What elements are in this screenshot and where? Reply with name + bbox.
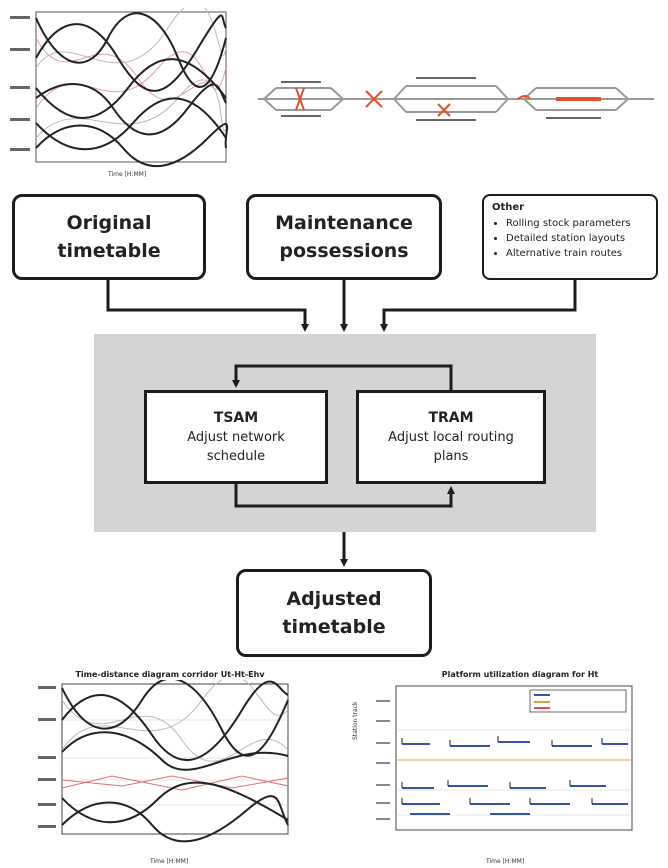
adjusted-timetable-box: Adjusted timetable [236, 569, 432, 657]
tsam-line-2: schedule [206, 448, 266, 464]
maintenance-possessions-label-2: possessions [279, 240, 409, 262]
arrow-tsam-to-tram [234, 484, 455, 508]
time-distance-x-label: Time [H:MM] [150, 858, 189, 865]
tram-line-1: Adjust local routing [388, 429, 514, 445]
original-timetable-label-2: timetable [57, 240, 161, 262]
maintenance-possessions-label-1: Maintenance [275, 212, 413, 234]
platform-utilization-diagram [376, 685, 633, 831]
adjusted-time-distance-diagram [38, 680, 289, 843]
arrow-tram-to-tsam [232, 364, 453, 390]
arrow-original-to-panel [106, 280, 309, 332]
other-item-station-layouts: Detailed station layouts [506, 231, 648, 246]
tram-line-2: plans [433, 448, 469, 464]
station-layout-thumbnail [258, 77, 654, 121]
platform-y-label: Station track [352, 701, 359, 740]
original-timetable-label-1: Original [66, 212, 152, 234]
platform-utilization-title: Platform utilization diagram for Ht [441, 670, 599, 679]
original-time-distance-thumbnail: Time [H:MM] [10, 8, 229, 178]
platform-x-label: Time [H:MM] [486, 858, 525, 865]
other-item-rolling-stock: Rolling stock parameters [506, 216, 648, 231]
original-timetable-box: Original timetable [12, 194, 206, 280]
adjusted-timetable-label-1: Adjusted [286, 588, 382, 610]
tsam-title: TSAM [213, 409, 259, 426]
other-title: Other [492, 202, 525, 213]
tram-title: TRAM [428, 409, 474, 426]
other-item-alternative-routes: Alternative train routes [506, 246, 648, 261]
other-inputs-box: Other Rolling stock parameters Detailed … [482, 194, 658, 280]
other-list: Rolling stock parameters Detailed statio… [492, 216, 648, 261]
time-distance-title: Time-distance diagram corridor Ut-Ht-Ehv [75, 670, 265, 679]
tram-box: TRAM Adjust local routing plans [356, 390, 546, 484]
tsam-line-1: Adjust network [187, 429, 285, 445]
adjusted-timetable-label-2: timetable [282, 616, 386, 638]
tsam-box: TSAM Adjust network schedule [144, 390, 328, 484]
arrow-other-to-panel [380, 280, 577, 332]
maintenance-possessions-box: Maintenance possessions [246, 194, 442, 280]
svg-text:Time [H:MM]: Time [H:MM] [107, 171, 146, 178]
